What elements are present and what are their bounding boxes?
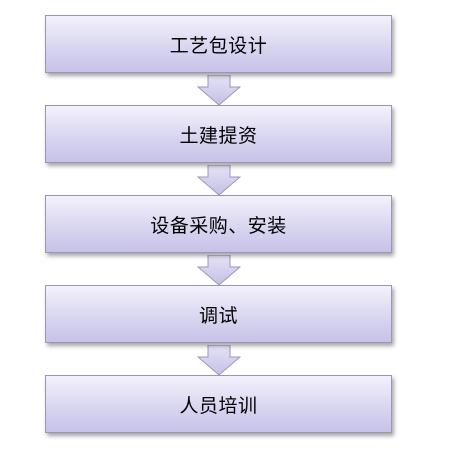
down-arrow-icon — [197, 255, 241, 286]
step-box-process-package-design: 工艺包设计 — [45, 15, 392, 73]
step-label: 设备采购、安装 — [150, 214, 287, 237]
down-arrow-icon — [197, 345, 241, 376]
step-box-personnel-training: 人员培训 — [45, 375, 392, 433]
step-box-equipment-procurement-installation: 设备采购、安装 — [45, 195, 392, 253]
step-box-commissioning: 调试 — [45, 285, 392, 343]
step-label: 土建提资 — [179, 124, 258, 147]
down-arrow-icon — [197, 165, 241, 196]
step-label: 人员培训 — [179, 394, 258, 417]
step-label: 工艺包设计 — [169, 34, 268, 57]
down-arrow-icon — [197, 75, 241, 106]
step-label: 调试 — [198, 304, 238, 327]
step-box-civil-data-submission: 土建提资 — [45, 105, 392, 163]
